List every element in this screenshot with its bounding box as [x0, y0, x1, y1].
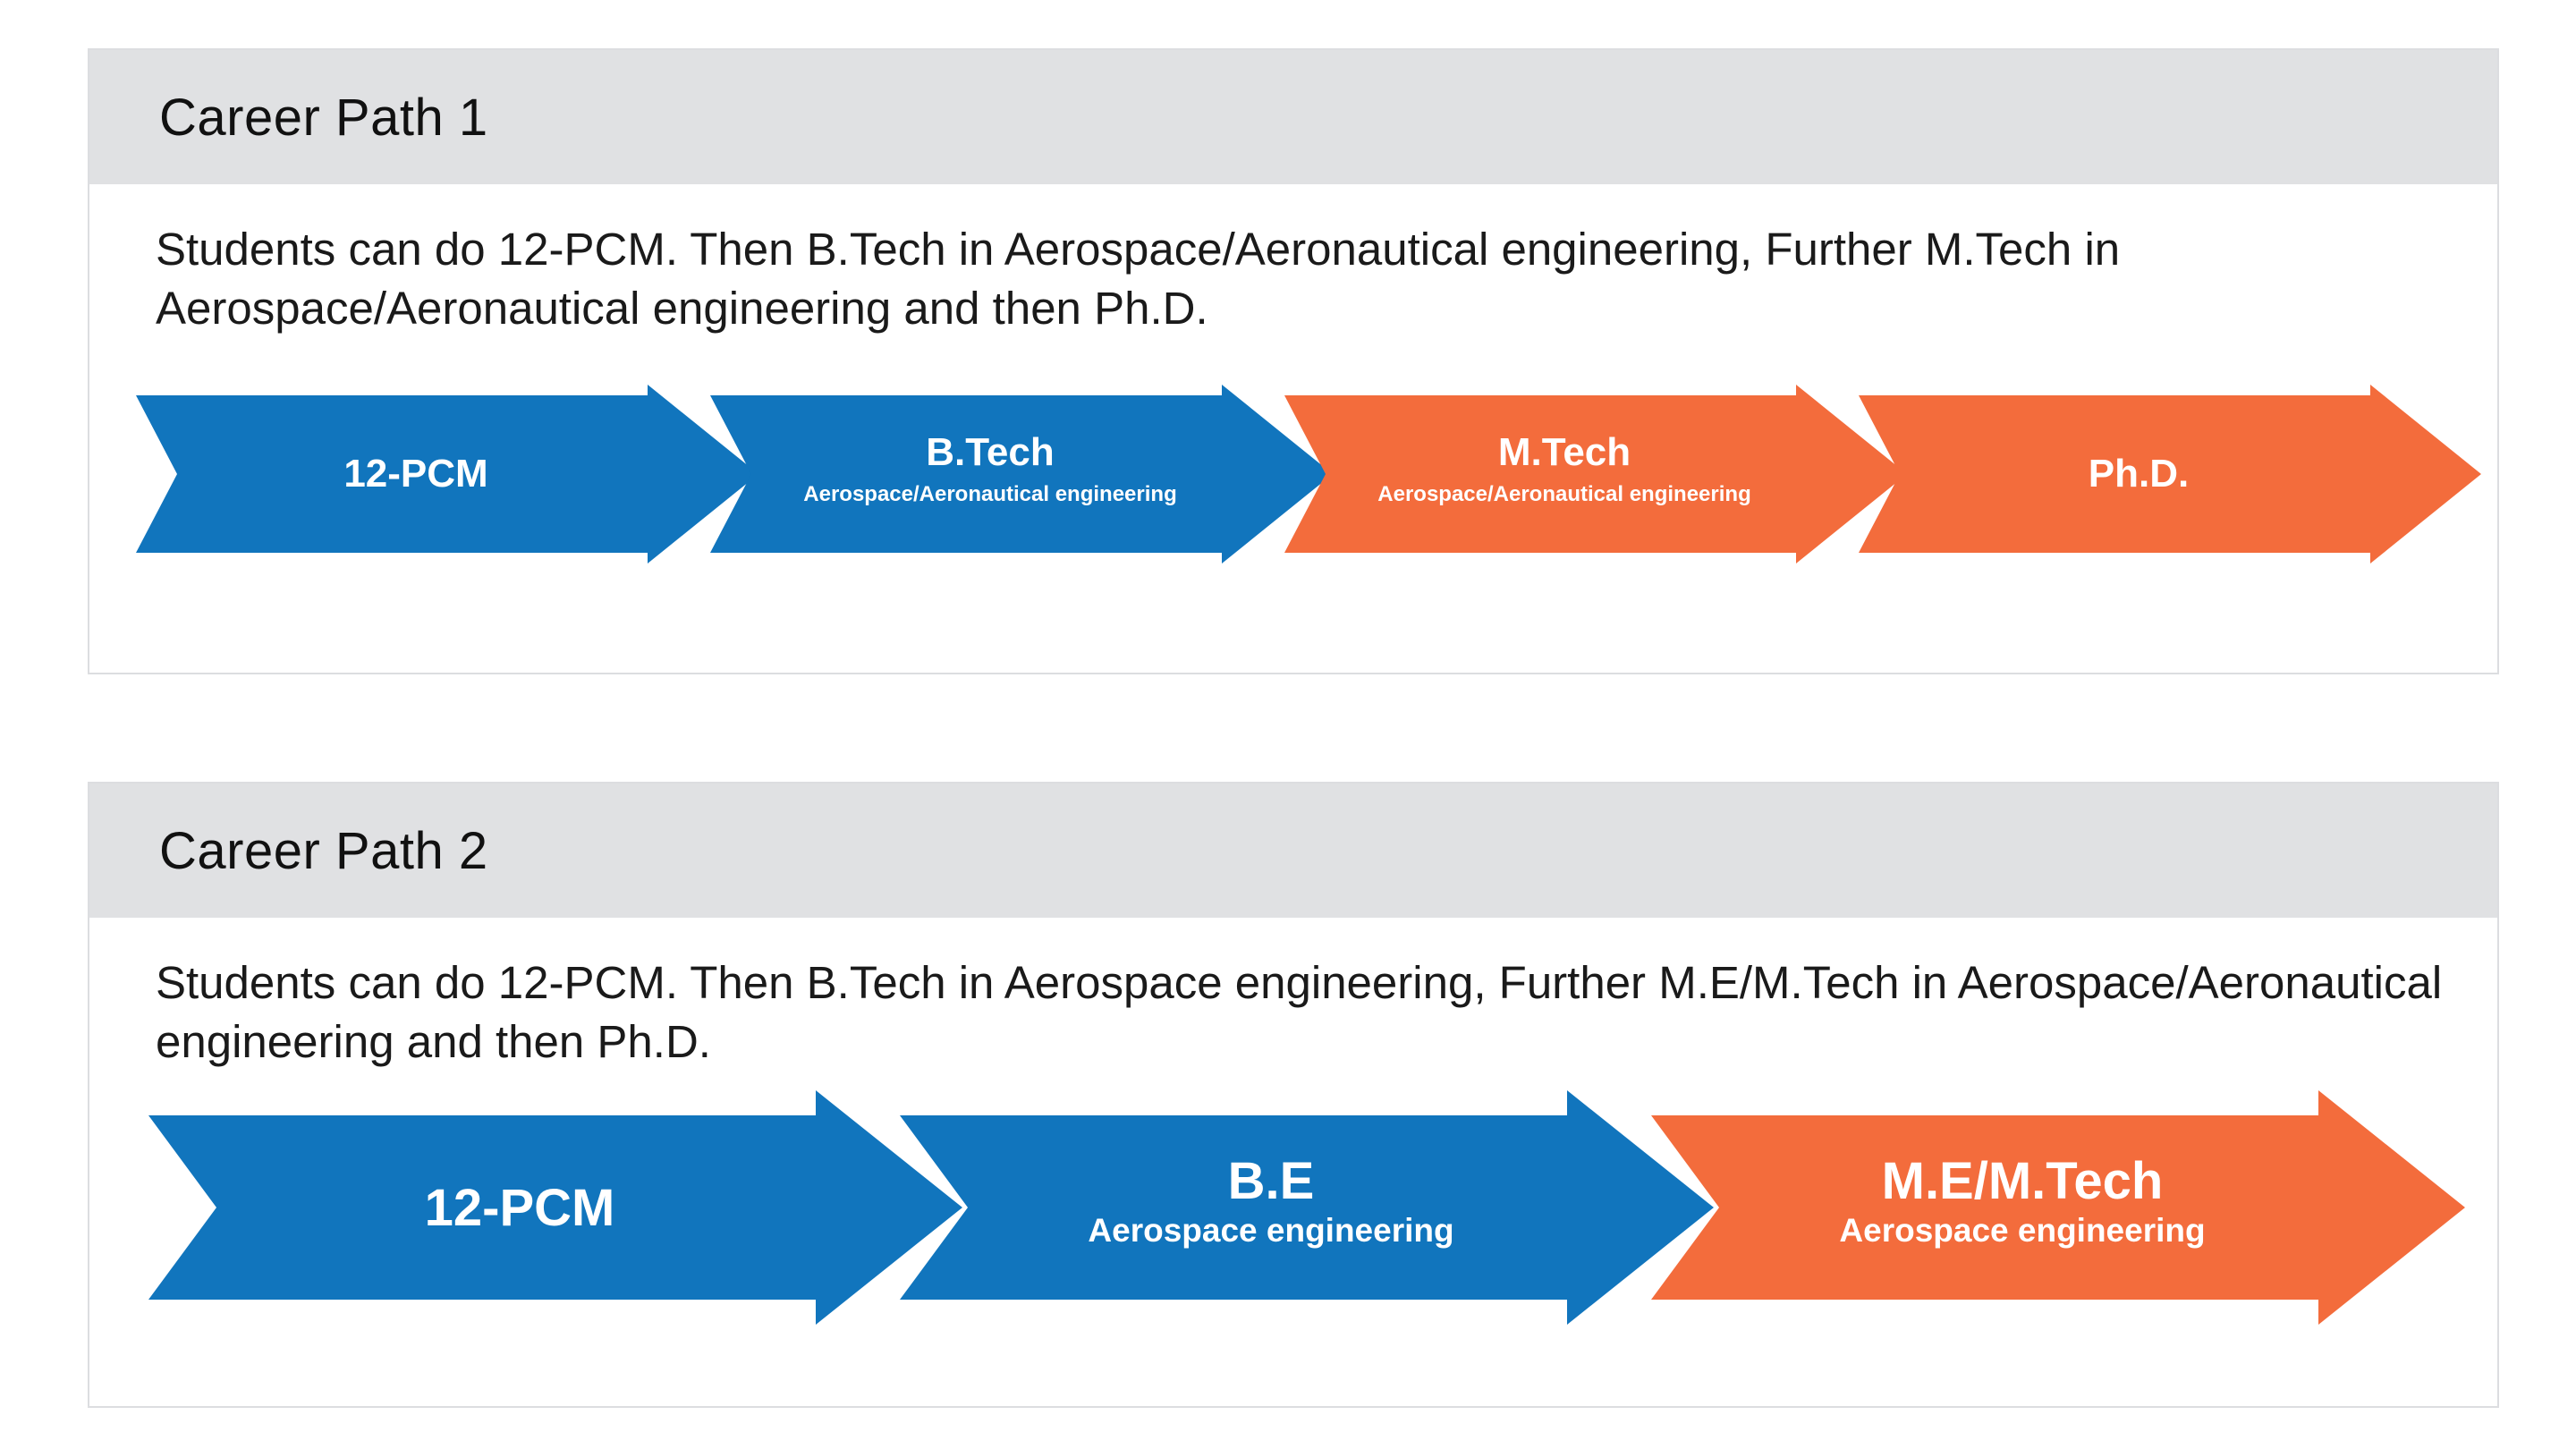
career-path-2-description: Students can do 12-PCM. Then B.Tech in A…	[156, 957, 2443, 1067]
chevron-arrow-shape	[710, 385, 1333, 564]
career-path-2-header: Career Path 2	[89, 784, 2497, 918]
step-label: 12-PCM	[425, 1179, 615, 1237]
career-path-1-description: Students can do 12-PCM. Then B.Tech in A…	[156, 224, 2121, 334]
step-label: B.E	[1228, 1152, 1315, 1210]
chevron-arrow-shape	[136, 385, 758, 564]
career-path-1-header: Career Path 1	[89, 50, 2497, 184]
step-label: M.E/M.Tech	[1882, 1152, 2164, 1210]
path-1-step-4: Ph.D.	[1859, 385, 2481, 564]
chevron-arrow-shape	[148, 1090, 962, 1325]
career-path-2-card: Career Path 2 Students can do 12-PCM. Th…	[88, 782, 2499, 1408]
step-label: 12-PCM	[343, 452, 487, 496]
step-sublabel: Aerospace engineering	[1088, 1212, 1453, 1249]
step-label: Ph.D.	[2089, 452, 2189, 496]
chevron-arrow-shape	[1284, 385, 1907, 564]
career-path-1-card: Career Path 1 Students can do 12-PCM. Th…	[88, 48, 2499, 674]
step-sublabel: Aerospace/Aeronautical engineering	[1377, 482, 1750, 506]
chevron-arrow-shape	[1859, 385, 2481, 564]
step-sublabel: Aerospace/Aeronautical engineering	[803, 482, 1176, 506]
step-label: B.Tech	[926, 430, 1054, 474]
path-1-step-1: 12-PCM	[136, 385, 758, 564]
chevron-arrow-shape	[1651, 1090, 2465, 1325]
chevron-arrow-shape	[900, 1090, 1714, 1325]
career-path-1-title: Career Path 1	[159, 88, 488, 147]
step-sublabel: Aerospace engineering	[1839, 1212, 2205, 1249]
career-path-2-title: Career Path 2	[159, 821, 488, 880]
path-2-step-1: 12-PCM	[148, 1090, 962, 1325]
step-label: M.Tech	[1498, 430, 1631, 474]
